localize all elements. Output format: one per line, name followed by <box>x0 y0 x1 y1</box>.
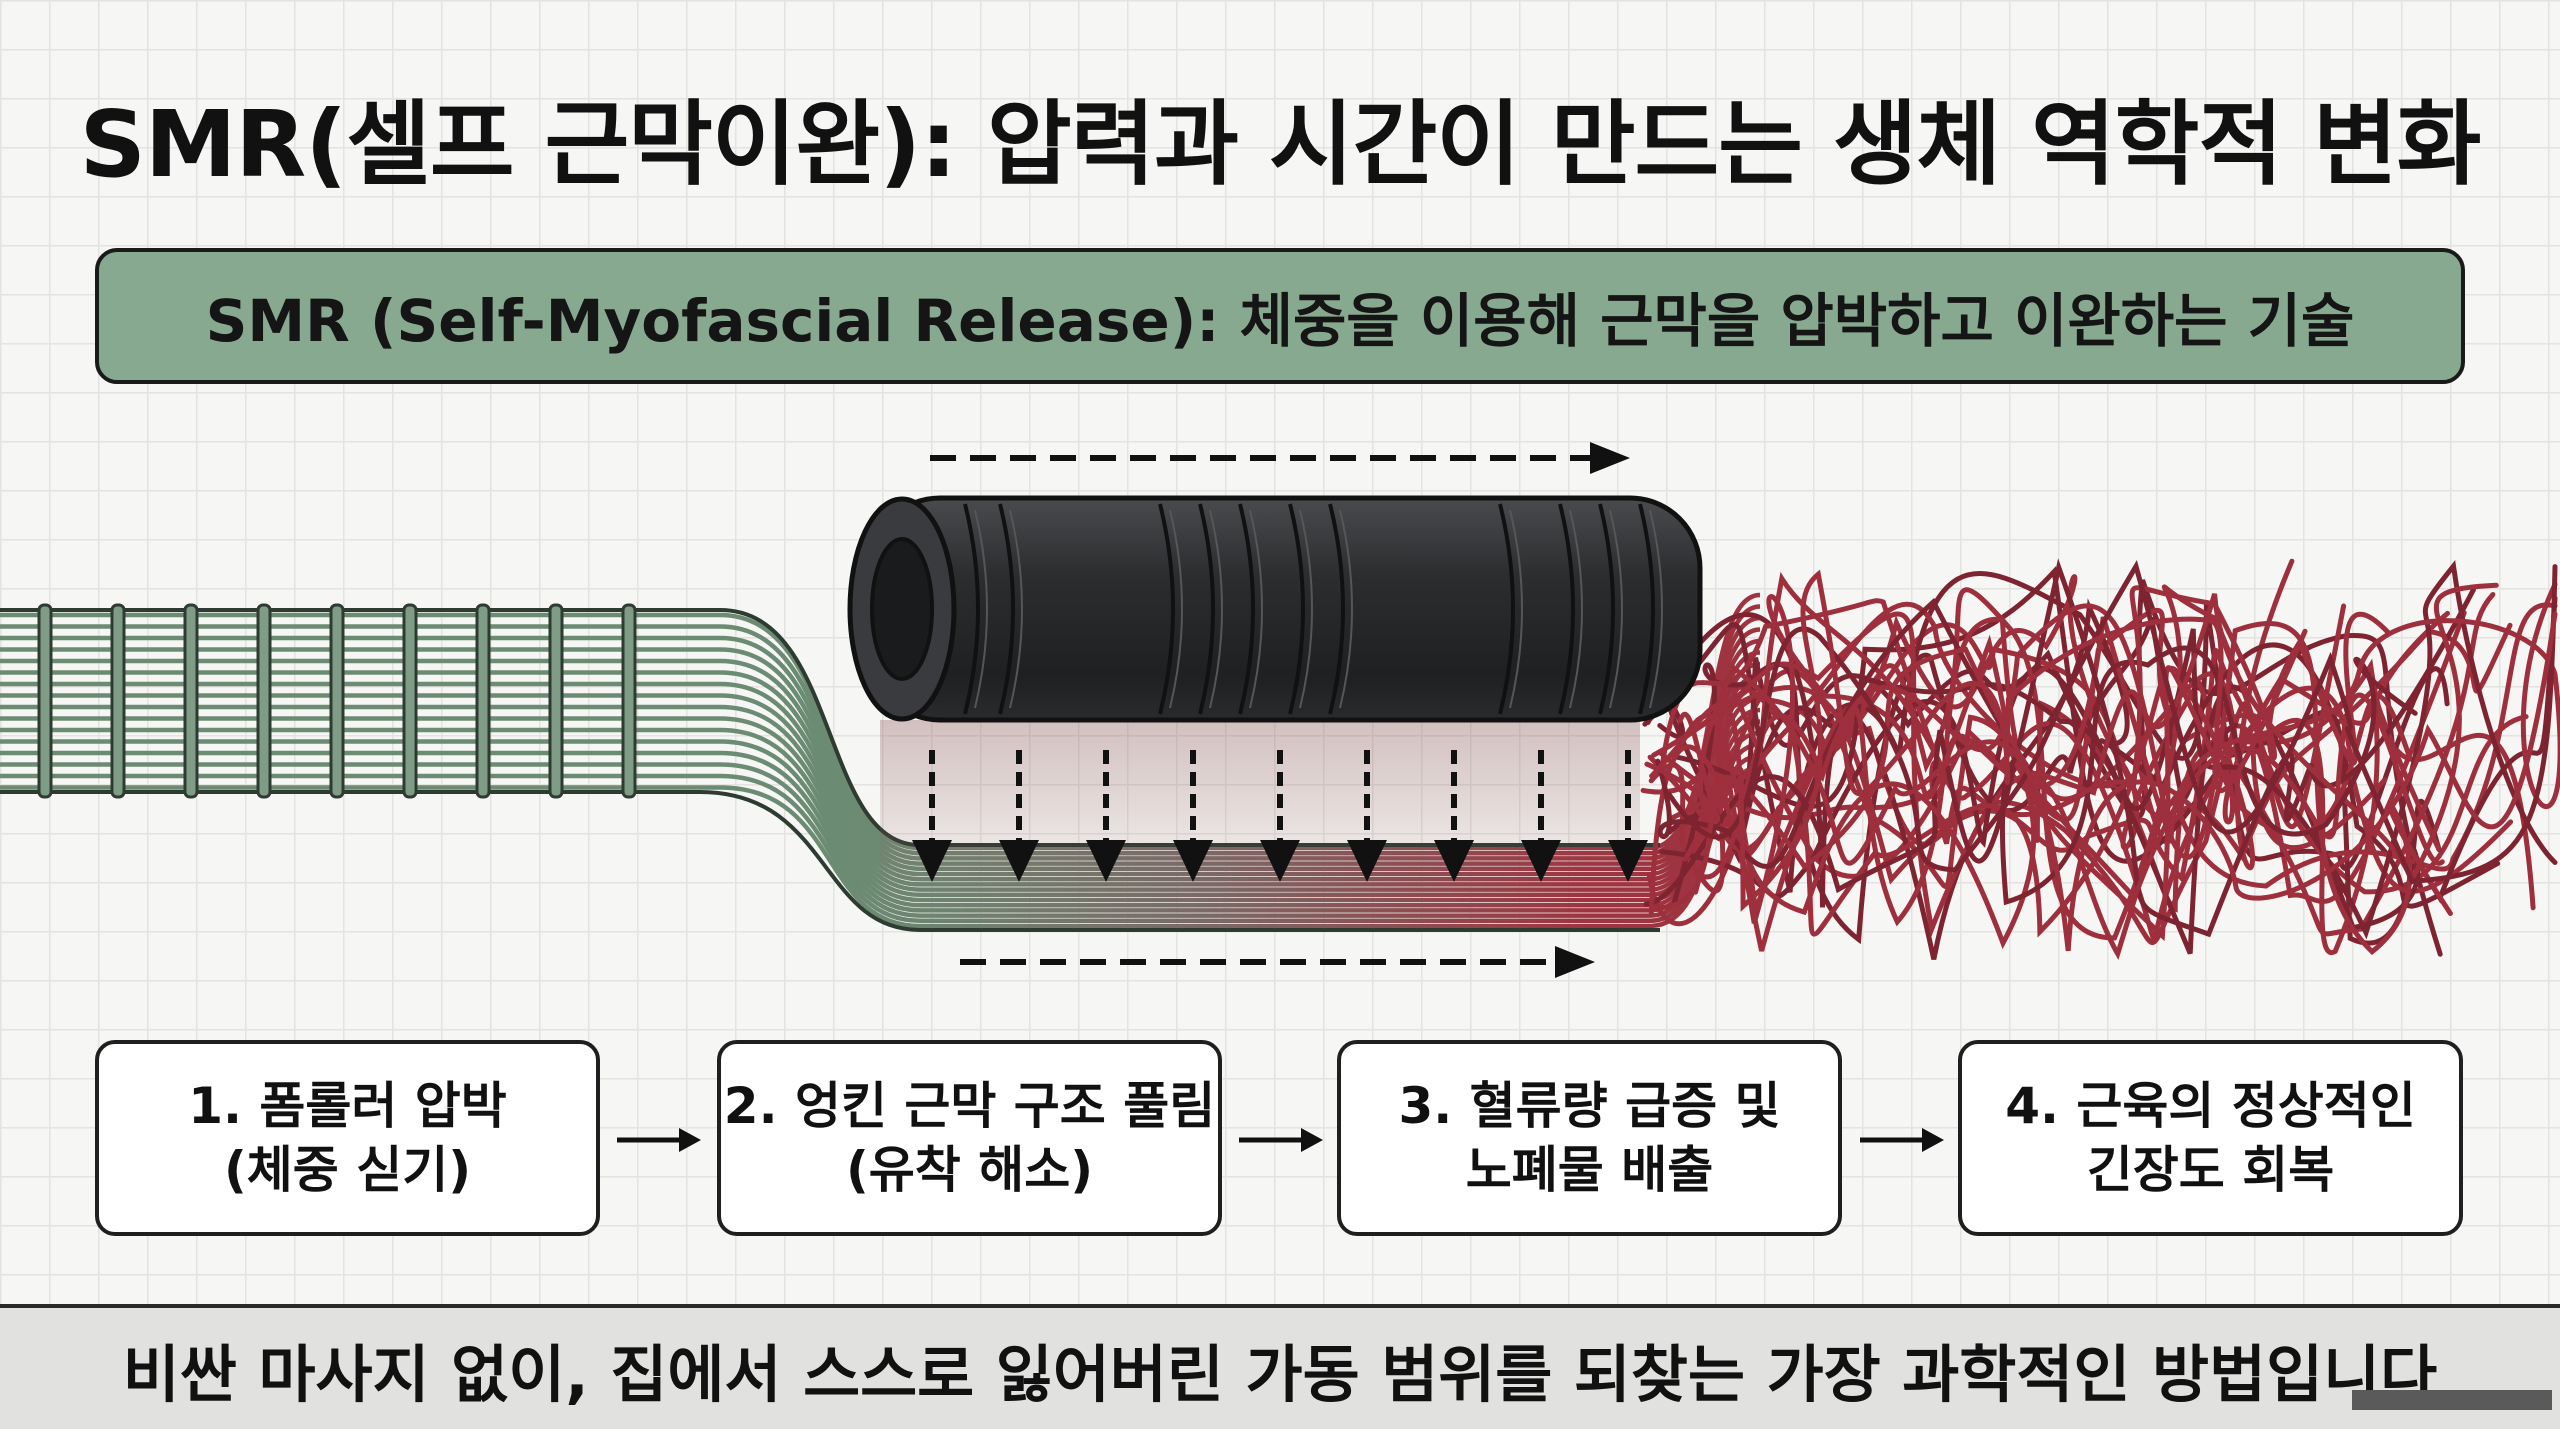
pressure-arrow-icon <box>1434 750 1474 882</box>
tangled-fiber <box>1649 569 2308 912</box>
fiber-cross-link <box>475 603 491 799</box>
tangled-fiber <box>1644 611 2558 952</box>
definition-banner: SMR (Self-Myofascial Release): 체중을 이용해 근… <box>95 248 2465 384</box>
footer-caption: 비싼 마사지 없이, 집에서 스스로 잃어버린 가동 범위를 되찾는 가장 과학… <box>0 1304 2560 1429</box>
fiber-cross-link <box>37 603 53 799</box>
fiber-cross-link <box>621 603 637 799</box>
tangled-fiber <box>1651 602 2558 961</box>
tangled-fiber <box>1670 571 2453 956</box>
pressure-arrow-icon <box>1347 750 1387 882</box>
step-box-1: 1. 폼롤러 압박 (체중 싣기) <box>95 1040 600 1236</box>
pressure-arrow-icon <box>912 750 952 882</box>
tangled-fiber <box>1666 559 2558 884</box>
pressure-arrow-icon <box>1086 750 1126 882</box>
step-4-line1: 4. 근육의 정상적인 <box>2005 1077 2416 1135</box>
pressure-arrow-icon <box>1173 750 1213 882</box>
step-3-line1: 3. 혈류량 급증 및 <box>1398 1077 1781 1135</box>
step-3-line2: 노폐물 배출 <box>1465 1141 1714 1199</box>
motion-arrow-icon <box>930 442 1630 474</box>
step-box-3: 3. 혈류량 급증 및 노폐물 배출 <box>1337 1040 1842 1236</box>
footer-decoration <box>2352 1390 2552 1410</box>
page-title: SMR(셀프 근막이완): 압력과 시간이 만드는 생체 역학적 변화 <box>79 91 2482 198</box>
step-box-2: 2. 엉킨 근막 구조 풀림 (유착 해소) <box>717 1040 1222 1236</box>
fiber-cross-link <box>548 603 564 799</box>
footer-text: 비싼 마사지 없이, 집에서 스스로 잃어버린 가동 범위를 되찾는 가장 과학… <box>122 1337 2438 1411</box>
pressure-arrow-icon <box>1260 750 1300 882</box>
fiber-cross-link <box>256 603 272 799</box>
step-2-line2: (유착 해소) <box>845 1141 1094 1199</box>
step-1-line1: 1. 폼롤러 압박 <box>188 1077 507 1135</box>
definition-text: SMR (Self-Myofascial Release): 체중을 이용해 근… <box>205 287 2355 355</box>
step-4-line2: 긴장도 회복 <box>2086 1141 2335 1199</box>
flow-arrow-icon <box>1239 1128 1323 1152</box>
fiber-cross-link <box>183 603 199 799</box>
motion-arrow-icon <box>960 946 1595 978</box>
pressure-arrows <box>912 750 1648 882</box>
fascia-diagram <box>0 442 2560 978</box>
fiber-cross-link <box>110 603 126 799</box>
flow-arrow-icon <box>617 1128 701 1152</box>
tangled-fiber <box>1683 647 2442 956</box>
tangled-fiber <box>1649 585 2391 910</box>
compression-zone <box>880 720 1640 900</box>
flow-arrow-icon <box>1860 1128 1944 1152</box>
step-box-4: 4. 근육의 정상적인 긴장도 회복 <box>1958 1040 2463 1236</box>
tangled-fascia-fibers <box>1640 558 2560 961</box>
foam-roller-icon <box>847 495 1703 723</box>
fiber-cross-link <box>329 603 345 799</box>
tangled-fiber <box>1643 558 2476 938</box>
tangled-fiber <box>1671 560 2558 940</box>
pressure-arrow-icon <box>999 750 1039 882</box>
pressure-arrow-icon <box>1608 750 1648 882</box>
pressure-arrow-icon <box>1521 750 1561 882</box>
step-1-line2: (체중 싣기) <box>223 1141 472 1199</box>
step-2-line1: 2. 엉킨 근막 구조 풀림 <box>723 1077 1216 1135</box>
fiber-cross-link <box>402 603 418 799</box>
